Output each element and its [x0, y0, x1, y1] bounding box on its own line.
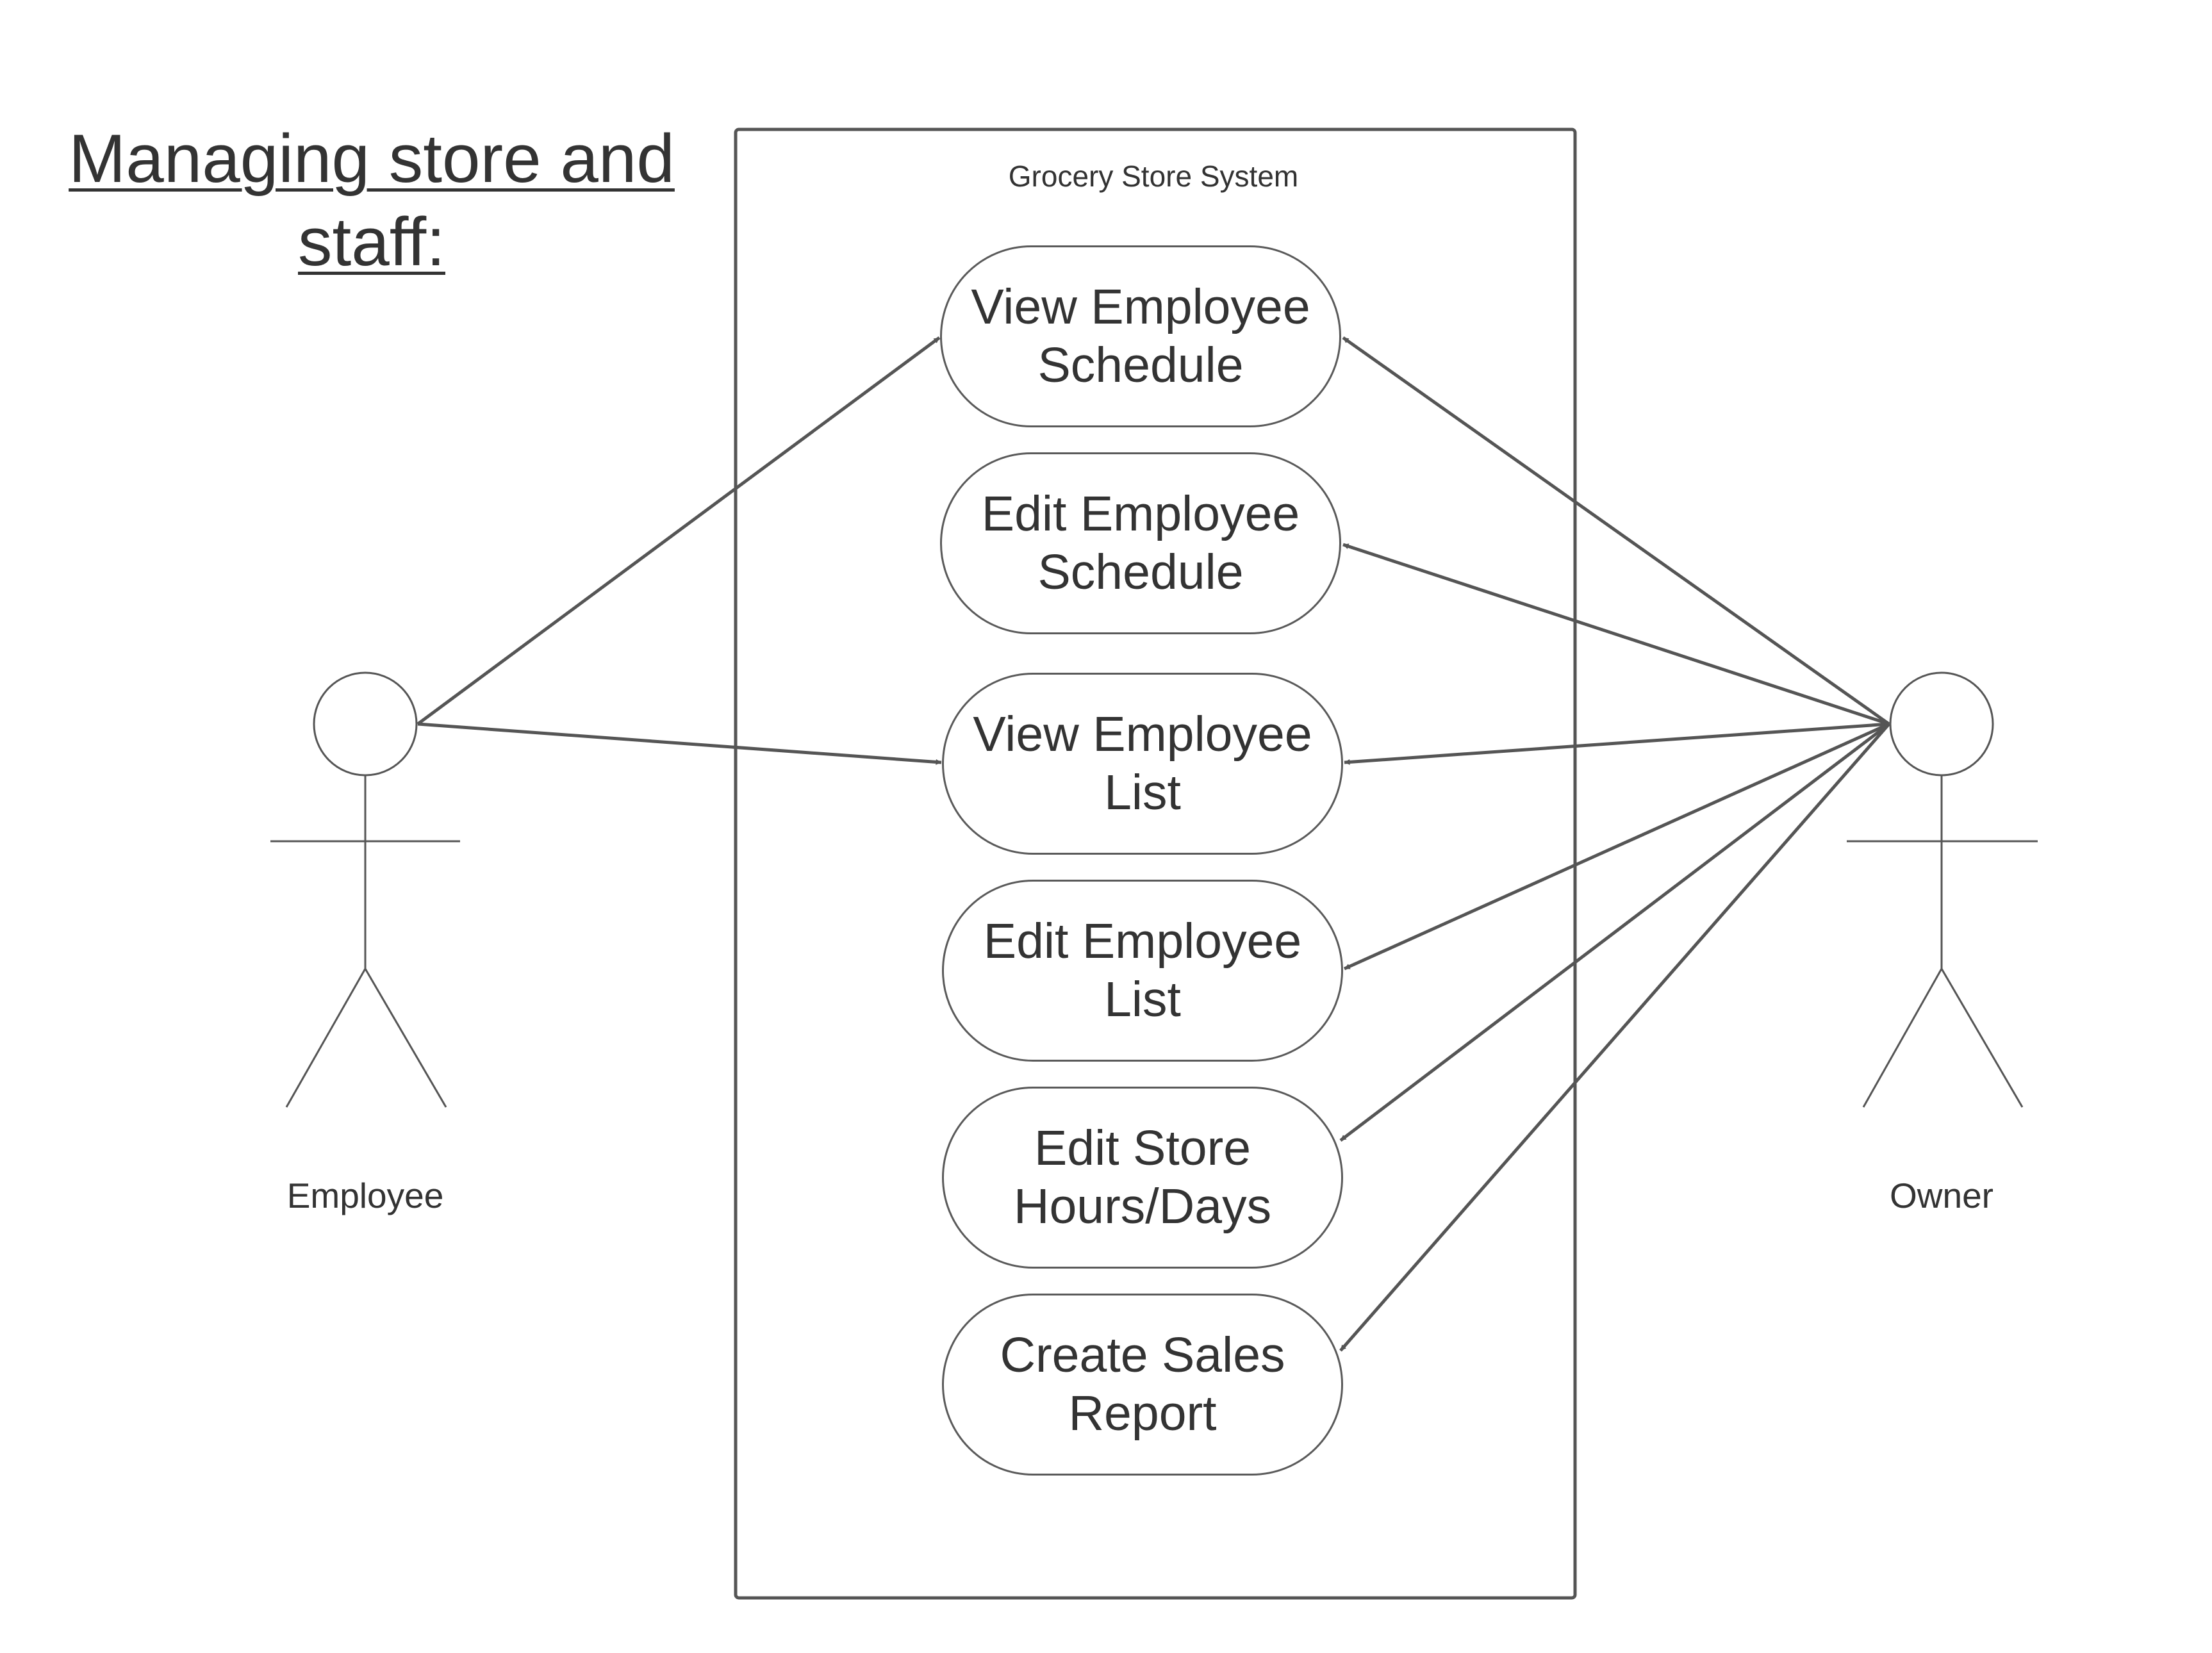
employee-actor-figure: [270, 671, 460, 1108]
association-owner-edit-hours: [1339, 723, 1890, 1142]
usecase-edit-employee-list[interactable]: Edit Employee List: [942, 880, 1343, 1062]
employee-actor-label: Employee: [286, 1176, 444, 1215]
owner-actor-figure: [1847, 671, 2038, 1108]
employee-associations: [417, 336, 942, 765]
usecase-edit-employee-schedule[interactable]: Edit Employee Schedule: [940, 452, 1341, 634]
association-owner-edit-schedule: [1342, 543, 1890, 726]
usecase-edit-store-hours[interactable]: Edit Store Hours/Days: [942, 1087, 1343, 1269]
association-employee-view-schedule: [417, 336, 941, 726]
association-owner-view-list: [1344, 722, 1890, 765]
usecase-label: View Employee List: [973, 707, 1312, 820]
owner-head: [1889, 671, 1994, 777]
association-owner-edit-list: [1343, 722, 1890, 971]
usecase-label: Edit Employee Schedule: [981, 486, 1300, 600]
owner-associations: [1339, 336, 1890, 1352]
association-employee-view-list: [417, 722, 942, 765]
usecase-label: Edit Store Hours/Days: [1013, 1121, 1272, 1234]
association-owner-view-schedule: [1342, 336, 1890, 726]
usecase-label: View Employee Schedule: [971, 279, 1310, 393]
usecase-view-employee-schedule[interactable]: View Employee Schedule: [940, 245, 1341, 427]
association-owner-sales-report: [1339, 723, 1890, 1352]
usecase-label: Edit Employee List: [983, 914, 1302, 1027]
system-boundary-label: Grocery Store System: [1008, 160, 1299, 193]
usecase-label: Create Sales Report: [1000, 1328, 1285, 1441]
usecase-view-employee-list[interactable]: View Employee List: [942, 673, 1343, 855]
owner-actor-label: Owner: [1890, 1176, 1993, 1215]
diagram-title: Managing store and staff:: [69, 120, 675, 280]
employee-head: [313, 671, 418, 777]
usecase-create-sales-report[interactable]: Create Sales Report: [942, 1294, 1343, 1476]
